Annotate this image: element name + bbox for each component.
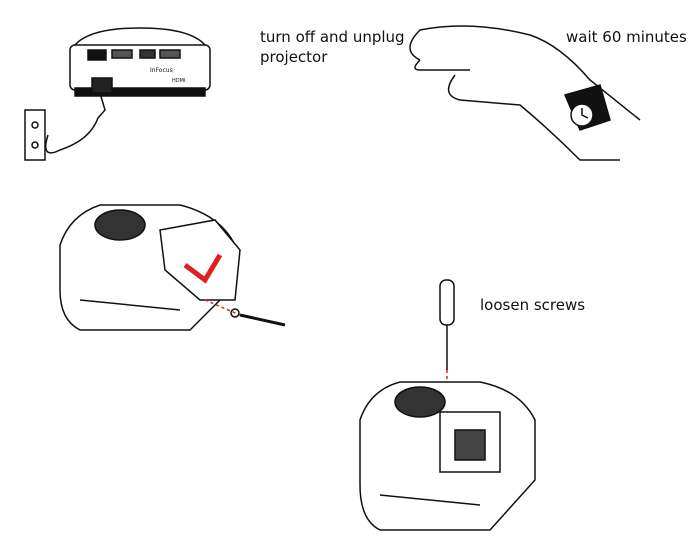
unplug-line-1: turn off and unplug [260,28,405,46]
unplug-line-2: projector [260,48,328,66]
projector-cover-removal-illustration [59,204,286,331]
wait-instruction: wait 60 minutes [566,28,687,46]
screwdriver-projector-illustration [359,279,536,531]
hand-with-watch-illustration [409,25,641,161]
hdmi-label: HDMI [172,78,185,84]
projector-rear-illustration: InFocus HDMI [24,27,211,161]
projector-logo: InFocus [150,67,173,74]
unplug-instruction: turn off and unplug projector [260,27,405,67]
screws-instruction: loosen screws [480,296,586,314]
